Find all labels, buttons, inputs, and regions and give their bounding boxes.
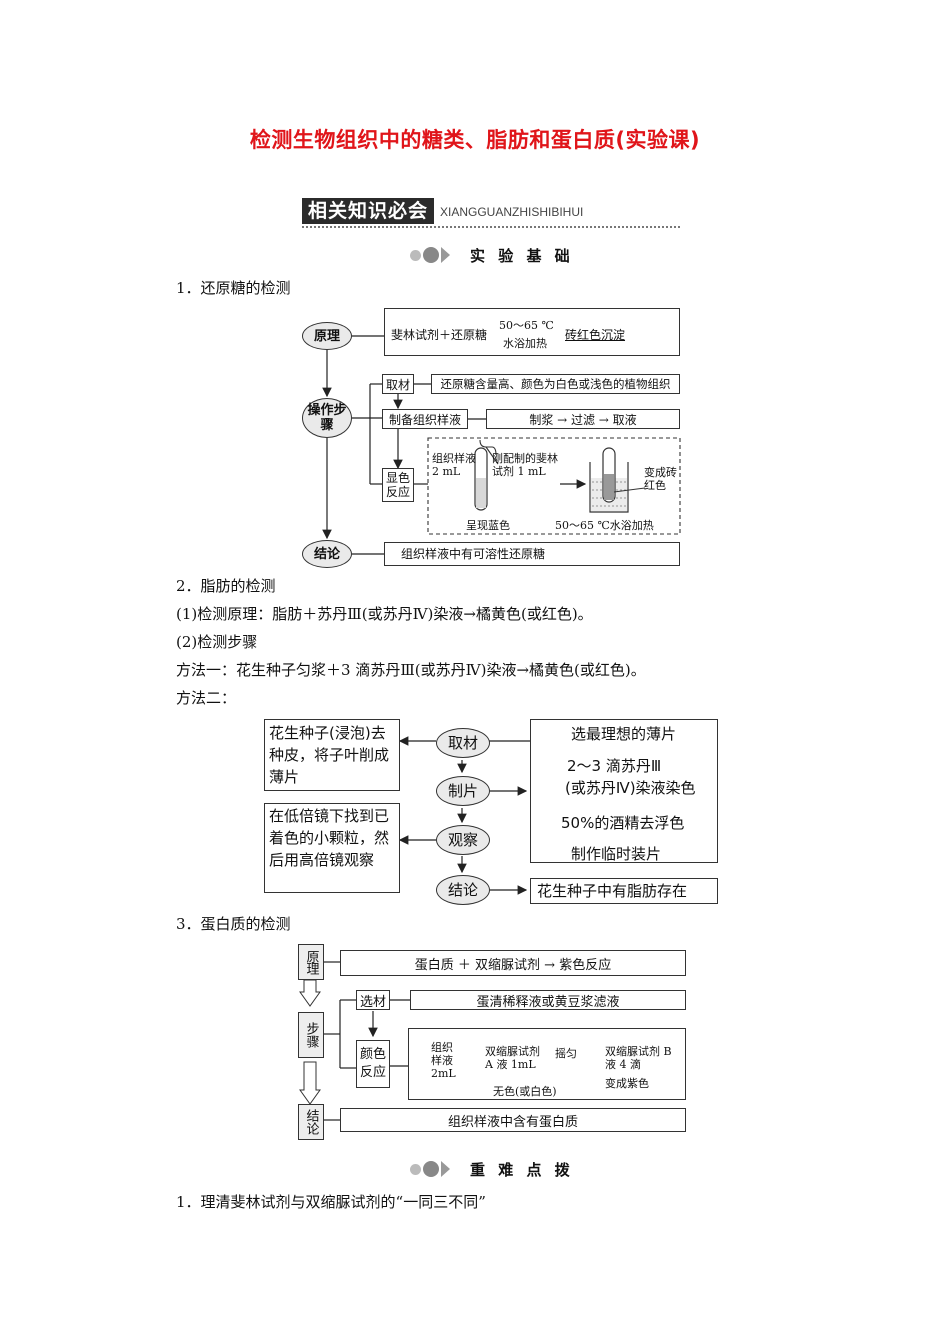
- s2-principle: (1)检测原理：脂肪＋苏丹Ⅲ(或苏丹Ⅳ)染液→橘黄色(或红色)。: [176, 605, 593, 623]
- s1-prepare-box: 制备组织样液: [382, 409, 468, 429]
- s1-tube1-label: 组织样液 2 mL: [432, 452, 476, 478]
- s1-conclusion-node: 结论: [302, 540, 352, 568]
- s2-right-box: 选最理想的薄片 2～3 滴苏丹Ⅲ (或苏丹Ⅳ)染液染色 50%的酒精去浮色 制作…: [530, 719, 718, 863]
- s3-principle-box: 蛋白质 ＋ 双缩脲试剂 → 紫色反应: [340, 950, 686, 976]
- s1-heading: 1．还原糖的检测: [176, 279, 291, 297]
- s2-right-step-4: 50%的酒精去浮色: [561, 814, 685, 832]
- s3-material-box: 选材: [356, 990, 390, 1010]
- s1-tube-result: 变成砖红色: [644, 466, 677, 492]
- s2-slide-node: 制片: [436, 776, 490, 806]
- s1-principle-result: 砖红色沉淀: [565, 328, 626, 342]
- s2-heading: 2．脂肪的检测: [176, 577, 276, 595]
- s2-left-top-box: 花生种子(浸泡)去种皮，将子叶削成薄片: [264, 719, 400, 791]
- s1-material-box: 取材: [382, 374, 414, 394]
- s1-principle-box: 斐林试剂＋还原糖 50～65 ℃ 水浴加热 砖红色沉淀: [384, 308, 680, 356]
- s2-right-step-2: 2～3 滴苏丹Ⅲ: [567, 757, 662, 775]
- s1-tube-left-caption: 呈现蓝色: [466, 519, 510, 532]
- s2-right-step-5: 制作临时装片: [571, 845, 662, 863]
- section-key-title: 重 难 点 拨: [470, 1161, 574, 1179]
- s2-method-one: 方法一：花生种子匀浆＋3 滴苏丹Ⅲ(或苏丹Ⅳ)染液→橘黄色(或红色)。: [176, 661, 646, 679]
- s3-conclusion-box: 组织样液中含有蛋白质: [340, 1108, 686, 1132]
- s1-tube2-label: 刚配制的斐林试剂 1 mL: [492, 452, 558, 478]
- s1-tube-right-caption: 50～65 ℃水浴加热: [555, 519, 654, 532]
- section-dot-icon: [410, 1164, 421, 1175]
- knowledge-banner-label: 相关知识必会: [302, 198, 435, 224]
- knowledge-banner-pinyin: XIANGGUANZHISHIBIHUI: [440, 205, 584, 219]
- s1-conclusion-text: 组织样液中有可溶性还原糖: [401, 547, 546, 561]
- s2-conclusion-node: 结论: [436, 875, 490, 905]
- s3-color-box: 颜色反应: [356, 1040, 390, 1088]
- s3-shake-label: 摇匀: [555, 1047, 577, 1060]
- s1-arrow-top-label: 50～65 ℃: [499, 319, 554, 332]
- s1-principle-node: 原理: [302, 322, 352, 350]
- s1-conclusion-box: 组织样液中有可溶性还原糖: [384, 542, 680, 566]
- s2-observe-node: 观察: [436, 825, 490, 855]
- s1-arrow-bottom-label: 水浴加热: [503, 337, 547, 350]
- s1-prepare-flow: 制浆 → 过滤 → 取液: [486, 409, 680, 429]
- s1-color-box: 显色反应: [382, 468, 414, 502]
- section-triangle-icon: [441, 247, 450, 263]
- section-triangle-icon: [441, 1161, 450, 1177]
- s3-reagent-b: 双缩脲试剂 B 液 4 滴: [605, 1045, 672, 1071]
- s2-conclusion-box: 花生种子中有脂肪存在: [530, 878, 718, 904]
- s3-caption-left: 无色(或白色): [493, 1085, 557, 1098]
- s2-method-two: 方法二：: [176, 689, 237, 707]
- s3-reagent-a: 双缩脲试剂 A 液 1mL: [485, 1045, 540, 1071]
- s3-tube-label: 组织样液 2mL: [431, 1041, 456, 1080]
- s3-tube-box: 组织样液 2mL 双缩脲试剂 A 液 1mL 摇匀 双缩脲试剂 B 液 4 滴 …: [408, 1028, 686, 1100]
- s2-steps-heading: (2)检测步骤: [176, 633, 258, 651]
- s3-material-text: 蛋清稀释液或黄豆浆滤液: [410, 990, 686, 1010]
- section-basics-title: 实 验 基 础: [470, 247, 574, 265]
- section-dot-icon: [423, 1161, 439, 1177]
- s4-heading: 1．理清斐林试剂与双缩脲试剂的“一同三不同”: [176, 1193, 486, 1211]
- s2-material-node: 取材: [436, 728, 490, 758]
- banner-divider: [302, 226, 680, 228]
- section-dot-icon: [423, 247, 439, 263]
- s1-material-text: 还原糖含量高、颜色为白色或浅色的植物组织: [431, 374, 680, 394]
- s2-left-bottom-box: 在低倍镜下找到已着色的小颗粒，然后用高倍镜观察: [264, 803, 400, 893]
- page-title: 检测生物组织中的糖类、脂肪和蛋白质(实验课): [249, 128, 701, 152]
- s1-principle-text: 斐林试剂＋还原糖: [391, 328, 488, 342]
- s3-conclusion-node: 结论: [298, 1104, 324, 1140]
- s3-principle-node: 原理: [298, 944, 324, 980]
- s3-caption-right: 变成紫色: [605, 1077, 649, 1090]
- s3-steps-node: 步骤: [298, 1012, 324, 1058]
- s2-right-step-3: (或苏丹Ⅳ)染液染色: [565, 779, 696, 797]
- s1-steps-node: 操作步骤: [302, 398, 352, 438]
- s2-right-step-1: 选最理想的薄片: [571, 725, 677, 743]
- s3-heading: 3．蛋白质的检测: [176, 915, 291, 933]
- section-dot-icon: [410, 250, 421, 261]
